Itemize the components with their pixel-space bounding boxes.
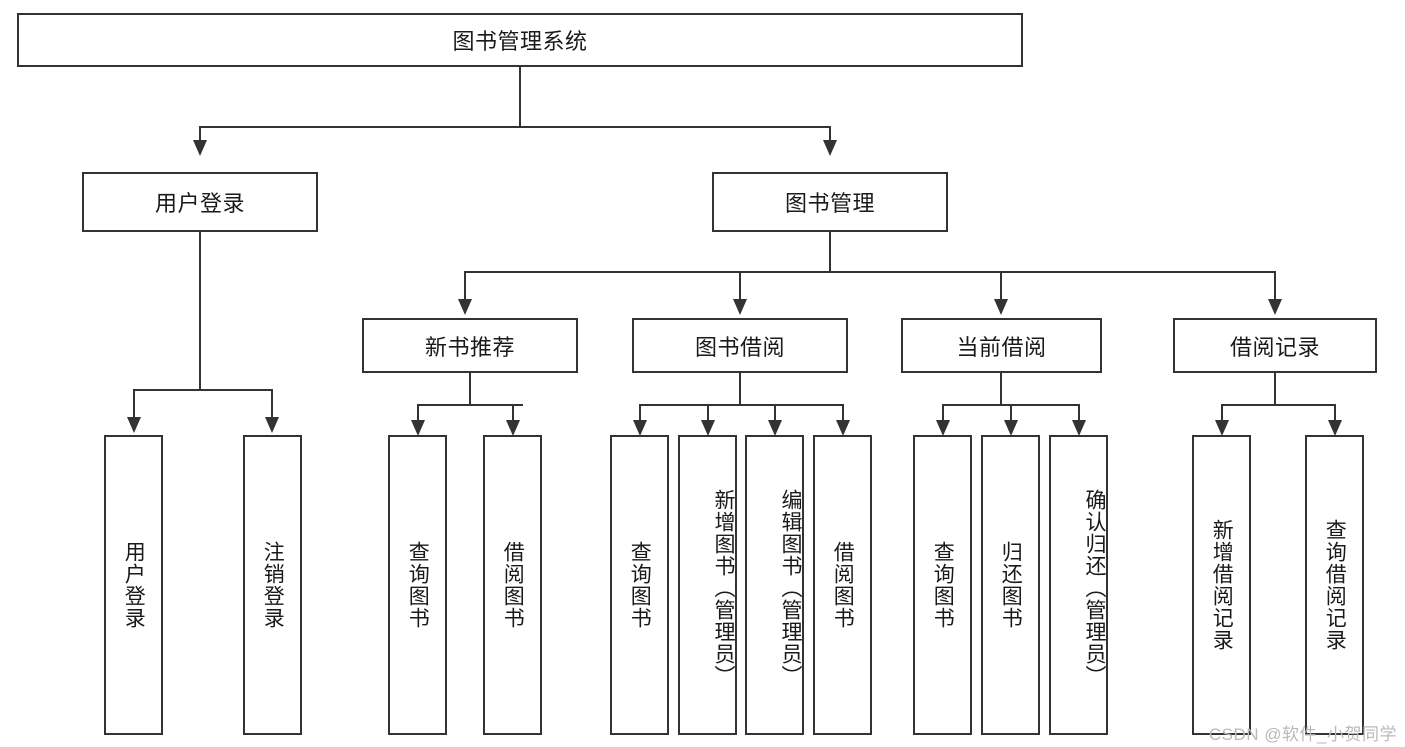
- leaf-user-login[interactable]: 用户登录: [104, 435, 163, 735]
- node-book-borrow[interactable]: 图书借阅: [632, 318, 848, 373]
- arrow-to-leaf-query-book-2: [633, 420, 647, 436]
- leaf-query-borrow-record[interactable]: 查询借阅记录: [1305, 435, 1364, 735]
- edge-user-login-to-leaf-1: [133, 389, 135, 419]
- node-label: 借阅图书: [501, 541, 525, 629]
- node-label: 图书借阅: [694, 334, 785, 360]
- node-book-management[interactable]: 图书管理: [712, 172, 948, 232]
- leaf-query-book-new[interactable]: 查询图书: [388, 435, 447, 735]
- node-label: 新增借阅记录: [1210, 519, 1234, 651]
- arrow-to-user-login: [193, 140, 207, 156]
- edge-root-bus: [199, 126, 831, 128]
- leaf-edit-book-admin[interactable]: 编辑图书（管理员）: [745, 435, 804, 735]
- node-label: 新书推荐: [424, 334, 515, 360]
- edge-current-borrow-to-leaf-1: [942, 404, 944, 422]
- node-label: 编辑图书（管理员）: [779, 489, 802, 687]
- edge-borrow-record-bus: [1221, 404, 1334, 406]
- arrow-to-leaf-return-book: [1004, 420, 1018, 436]
- edge-new-book-to-leaf-2: [512, 404, 514, 422]
- node-label: 查询图书: [628, 541, 652, 629]
- node-label: 借阅图书: [831, 541, 855, 629]
- edge-borrow-record-to-leaf-1: [1221, 404, 1223, 422]
- leaf-query-book-current[interactable]: 查询图书: [913, 435, 972, 735]
- edge-book-borrow-to-leaf-4: [842, 404, 844, 422]
- leaf-add-borrow-record[interactable]: 新增借阅记录: [1192, 435, 1251, 735]
- edge-book-mgmt-to-borrow-record: [1274, 271, 1276, 301]
- node-current-borrow[interactable]: 当前借阅: [901, 318, 1102, 373]
- edge-book-borrow-to-leaf-1: [639, 404, 641, 422]
- node-label: 用户登录: [122, 541, 146, 629]
- arrow-to-leaf-query-book-3: [936, 420, 950, 436]
- arrow-to-leaf-query-book-1: [411, 420, 425, 436]
- leaf-confirm-return-admin[interactable]: 确认归还（管理员）: [1049, 435, 1108, 735]
- node-label: 注销登录: [261, 541, 285, 629]
- node-label: 确认归还（管理员）: [1083, 489, 1106, 687]
- edge-book-borrow-bus: [639, 404, 844, 406]
- arrow-to-leaf-edit-book: [768, 420, 782, 436]
- edge-borrow-record-trunk: [1274, 373, 1276, 405]
- leaf-borrow-book-new[interactable]: 借阅图书: [483, 435, 542, 735]
- leaf-add-book-admin[interactable]: 新增图书（管理员）: [678, 435, 737, 735]
- node-label: 图书管理: [784, 191, 875, 216]
- edge-book-mgmt-to-book-borrow: [739, 271, 741, 301]
- edge-borrow-record-to-leaf-2: [1334, 404, 1336, 422]
- arrow-to-leaf-query-record: [1328, 420, 1342, 436]
- node-label: 图书管理系统: [452, 29, 588, 54]
- node-label: 新增图书（管理员）: [712, 489, 735, 687]
- edge-new-book-bus: [417, 404, 523, 406]
- arrow-to-leaf-borrow-book-2: [836, 420, 850, 436]
- edge-book-mgmt-to-current-borrow: [1000, 271, 1002, 301]
- arrow-to-book-mgmt: [823, 140, 837, 156]
- node-label: 当前借阅: [956, 334, 1047, 360]
- node-label: 查询借阅记录: [1323, 519, 1347, 651]
- edge-user-login-trunk: [199, 232, 201, 390]
- arrow-to-leaf-logout: [265, 417, 279, 433]
- edge-new-book-to-leaf-1: [417, 404, 419, 422]
- edge-book-mgmt-trunk: [829, 232, 831, 272]
- edge-root-trunk: [519, 67, 521, 127]
- node-borrow-record[interactable]: 借阅记录: [1173, 318, 1377, 373]
- edge-book-borrow-to-leaf-2: [707, 404, 709, 422]
- node-label: 用户登录: [154, 191, 245, 216]
- leaf-query-book-borrow[interactable]: 查询图书: [610, 435, 669, 735]
- node-user-login[interactable]: 用户登录: [82, 172, 318, 232]
- arrow-to-new-book: [458, 299, 472, 315]
- leaf-logout[interactable]: 注销登录: [243, 435, 302, 735]
- edge-current-borrow-to-leaf-2: [1010, 404, 1012, 422]
- node-label: 归还图书: [999, 541, 1023, 629]
- edge-user-login-bus: [133, 389, 271, 391]
- edge-book-borrow-to-leaf-3: [774, 404, 776, 422]
- edge-book-mgmt-to-new-book: [464, 271, 466, 301]
- edge-current-borrow-to-leaf-3: [1078, 404, 1080, 422]
- edge-root-to-book-mgmt: [829, 126, 831, 142]
- arrow-to-borrow-record: [1268, 299, 1282, 315]
- arrow-to-leaf-add-book: [701, 420, 715, 436]
- edge-book-mgmt-bus: [464, 271, 1275, 273]
- leaf-return-book[interactable]: 归还图书: [981, 435, 1040, 735]
- arrow-to-leaf-user-login: [127, 417, 141, 433]
- edge-user-login-to-leaf-2: [271, 389, 273, 419]
- arrow-to-leaf-borrow-book-1: [506, 420, 520, 436]
- node-root-system[interactable]: 图书管理系统: [17, 13, 1023, 67]
- arrow-to-current-borrow: [994, 299, 1008, 315]
- csdn-watermark: CSDN @软件_小贺同学: [1208, 725, 1397, 744]
- edge-new-book-trunk: [469, 373, 471, 405]
- edge-book-borrow-trunk: [739, 373, 741, 405]
- edge-current-borrow-trunk: [1000, 373, 1002, 405]
- edge-root-to-user-login: [199, 126, 201, 142]
- arrow-to-leaf-confirm-return: [1072, 420, 1086, 436]
- leaf-borrow-book[interactable]: 借阅图书: [813, 435, 872, 735]
- arrow-to-leaf-add-record: [1215, 420, 1229, 436]
- node-label: 借阅记录: [1229, 334, 1320, 360]
- node-new-book-recommend[interactable]: 新书推荐: [362, 318, 578, 373]
- node-label: 查询图书: [406, 541, 430, 629]
- arrow-to-book-borrow: [733, 299, 747, 315]
- node-label: 查询图书: [931, 541, 955, 629]
